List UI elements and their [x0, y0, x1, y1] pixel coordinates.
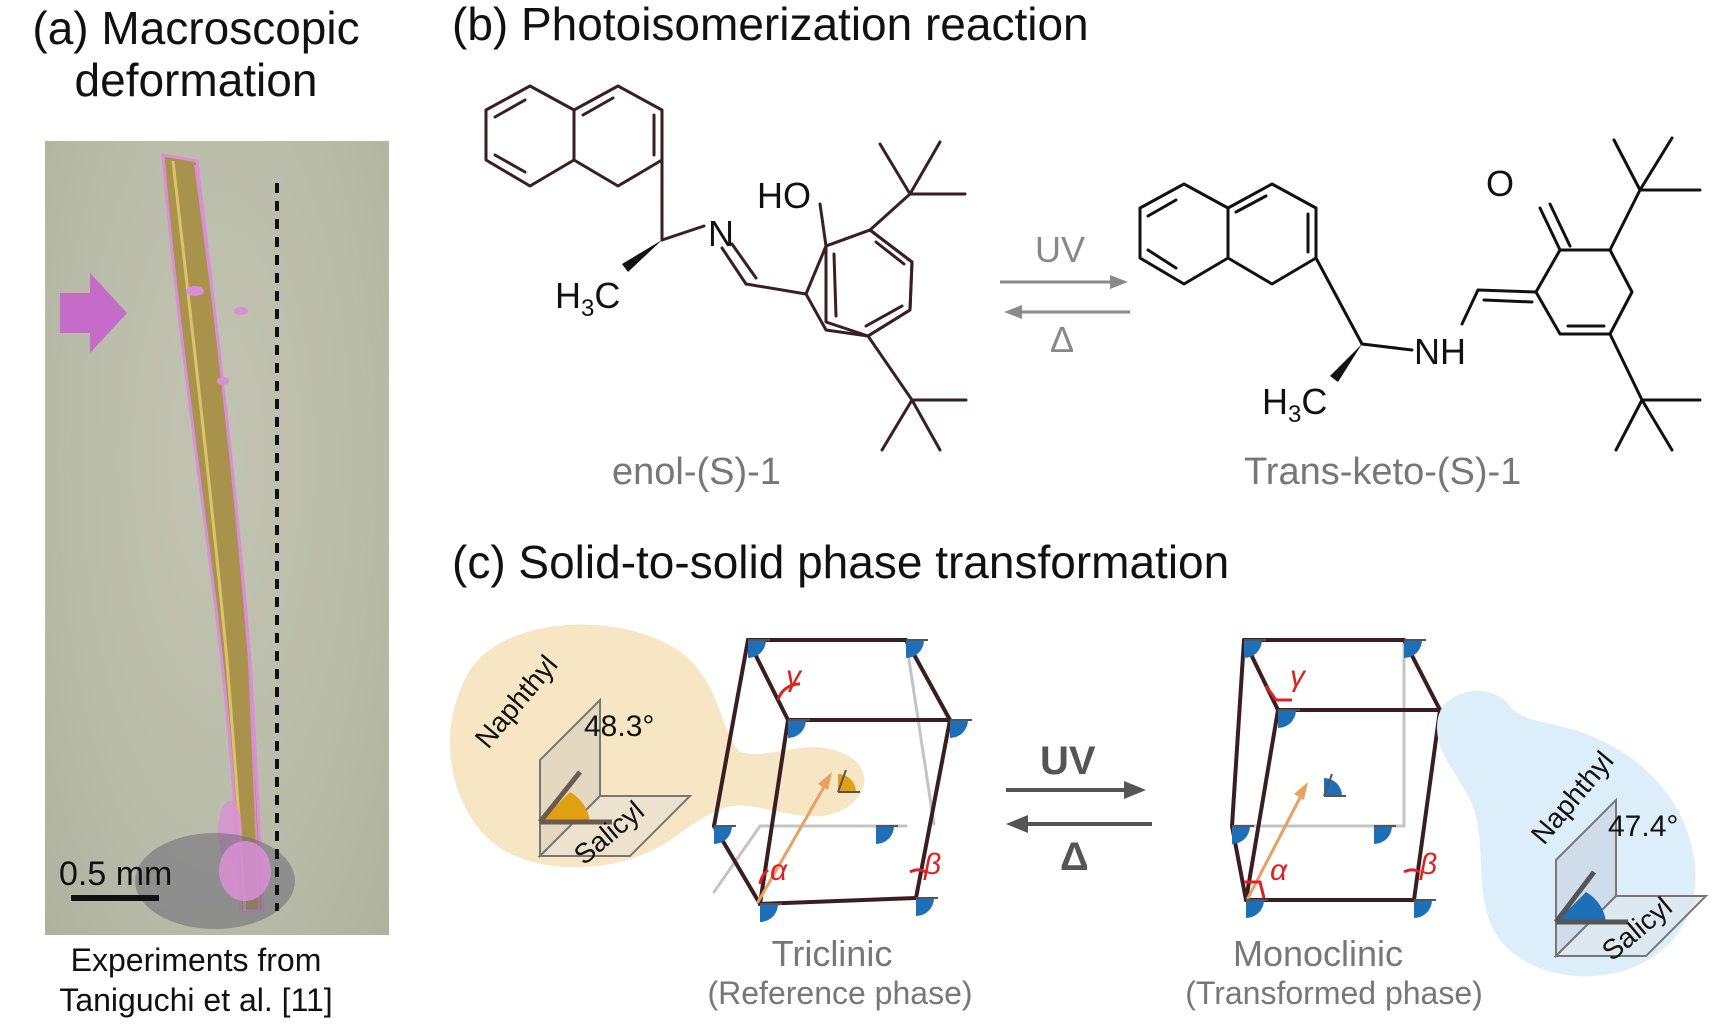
gamma-right-angle: [1264, 685, 1292, 702]
reference-plane-icon: [537, 697, 693, 859]
monoclinic-subtitle: (Transformed phase): [1185, 975, 1483, 1011]
panel-a-caption-line2: Taniguchi et al. [11]: [59, 982, 333, 1018]
beta-arc: [909, 868, 927, 874]
gamma-arc: [776, 682, 801, 701]
crystal-edge: [194, 164, 260, 912]
panel-c-title: (c) Solid-to-solid phase transformation: [452, 536, 1229, 588]
reactant-methyl-label: H3C: [555, 275, 620, 322]
reference-angle-label: 48.3°: [584, 710, 654, 743]
monoclinic-motifs: [1232, 639, 1462, 918]
monoclinic-cell: [1230, 638, 1442, 902]
panel-a-title: (a) Macroscopic deformation: [0, 2, 392, 106]
product-amine-label: NH: [1414, 331, 1466, 372]
reactant-hydroxyl-label: HO: [757, 175, 811, 216]
equilibrium-arrows-b: UV Δ: [1000, 229, 1130, 360]
panel-b-forward-label: UV: [1035, 229, 1085, 270]
monoclinic-alpha-label: α: [1270, 854, 1288, 887]
alpha-arc: [758, 868, 770, 885]
reactant-structure: [484, 84, 968, 452]
crystal-base: [219, 841, 271, 901]
triclinic-alpha-label: α: [770, 854, 788, 887]
monoclinic-name: Monoclinic: [1233, 933, 1403, 974]
panel-a-title-line1: (a) Macroscopic: [32, 2, 360, 54]
panel-c-forward-label: UV: [1040, 739, 1096, 783]
equilibrium-arrows-c: UV Δ: [1006, 739, 1152, 879]
product-methyl-label: H3C: [1262, 381, 1327, 428]
triclinic-name: Triclinic: [772, 933, 893, 974]
monoclinic-beta-label: β: [1419, 848, 1437, 881]
product-name: Trans-keto-(S)-1: [1244, 451, 1521, 493]
triclinic-motifs: [714, 639, 972, 922]
stereo-wedge: [1330, 344, 1362, 382]
transformed-angle-label: 47.4°: [1608, 810, 1678, 843]
transformed-plane-icon: [1553, 797, 1709, 959]
panel-b-title: (b) Photoisomerization reaction: [452, 0, 1089, 50]
panel-a-caption-line1: Experiments from: [70, 942, 322, 978]
scale-bar-label: 0.5 mm: [59, 855, 172, 893]
panel-b-reverse-label: Δ: [1050, 319, 1074, 360]
debris: [217, 377, 229, 385]
stereo-wedge: [622, 240, 662, 272]
reactant-nitrogen-label: N: [708, 213, 734, 254]
crystal-photo-drawing: 0.5 mm: [59, 153, 295, 929]
scale-bar: [71, 895, 159, 901]
panel-c-reverse-label: Δ: [1060, 835, 1089, 879]
panel-a-caption: Experiments from Taniguchi et al. [11]: [0, 940, 392, 1020]
crystal-photo: 0.5 mm: [45, 141, 389, 935]
alpha-right-angle: [1244, 880, 1266, 899]
product-structure: [1138, 136, 1702, 452]
monoclinic-gamma-label: γ: [1290, 660, 1307, 693]
panel-a-title-line2: deformation: [74, 54, 318, 106]
debris: [234, 307, 248, 315]
reference-inset-bubble: [449, 624, 865, 868]
beta-arc: [1403, 868, 1421, 874]
reactant-name: enol-(S)-1: [612, 451, 781, 493]
product-carbonyl-label: O: [1486, 163, 1514, 204]
triclinic-subtitle: (Reference phase): [707, 975, 972, 1011]
magenta-arrow-icon: [60, 273, 127, 353]
debris: [186, 286, 204, 296]
triclinic-gamma-label: γ: [786, 660, 803, 693]
triclinic-beta-label: β: [923, 848, 941, 881]
